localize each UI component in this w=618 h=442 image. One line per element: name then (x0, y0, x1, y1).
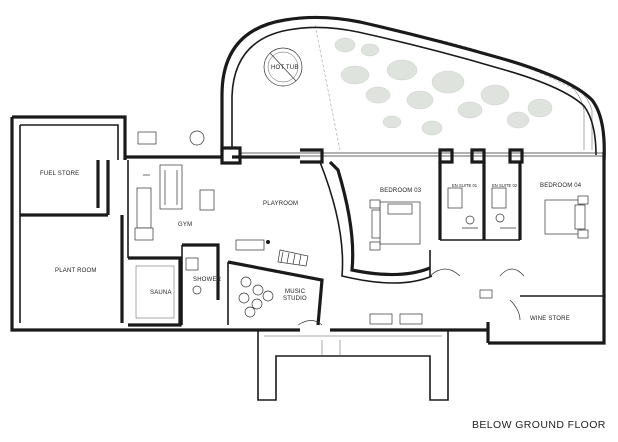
plan-title: BELOW GROUND FLOOR (472, 419, 606, 431)
shower-walls (182, 243, 220, 300)
sauna-bench (135, 265, 175, 319)
ensuites (438, 162, 522, 241)
playroom-label: PLAYROOM (263, 201, 298, 207)
gym-equipment (127, 130, 215, 258)
plant-room-label: PLANT ROOM (55, 268, 97, 274)
hot-tub (263, 47, 303, 87)
bedroom-04-label: BEDROOM 04 (540, 183, 582, 189)
en-suite-02-label: EN SUITE 02 (492, 183, 518, 188)
bedroom-04-bed (544, 195, 589, 239)
sauna-walls (128, 256, 182, 327)
gym-label: GYM (178, 222, 192, 228)
music-studio (227, 239, 324, 326)
garden-planting (314, 24, 593, 151)
bedroom-03-curved-wall (328, 160, 431, 277)
lower-extension (257, 330, 449, 401)
inner-curved-wall (231, 26, 597, 156)
corridor (369, 250, 604, 325)
hot-tub-label: HOT TUB (271, 65, 299, 71)
bedroom-03-bed (369, 199, 421, 251)
shower-label: SHOWER (193, 277, 222, 283)
music-studio-label-line2: STUDIO (283, 296, 307, 302)
wine-store-label: WINE STORE (530, 316, 570, 322)
fuel-store-label: FUEL STORE (40, 171, 79, 177)
en-suite-01-label: EN SUITE 01 (452, 183, 478, 188)
music-studio-label-line1: MUSIC (285, 289, 306, 295)
outer-curved-wall (220, 15, 606, 161)
sauna-label: SAUNA (150, 290, 172, 296)
bedroom-03-label: BEDROOM 03 (380, 188, 422, 194)
building-walls (10, 115, 606, 345)
